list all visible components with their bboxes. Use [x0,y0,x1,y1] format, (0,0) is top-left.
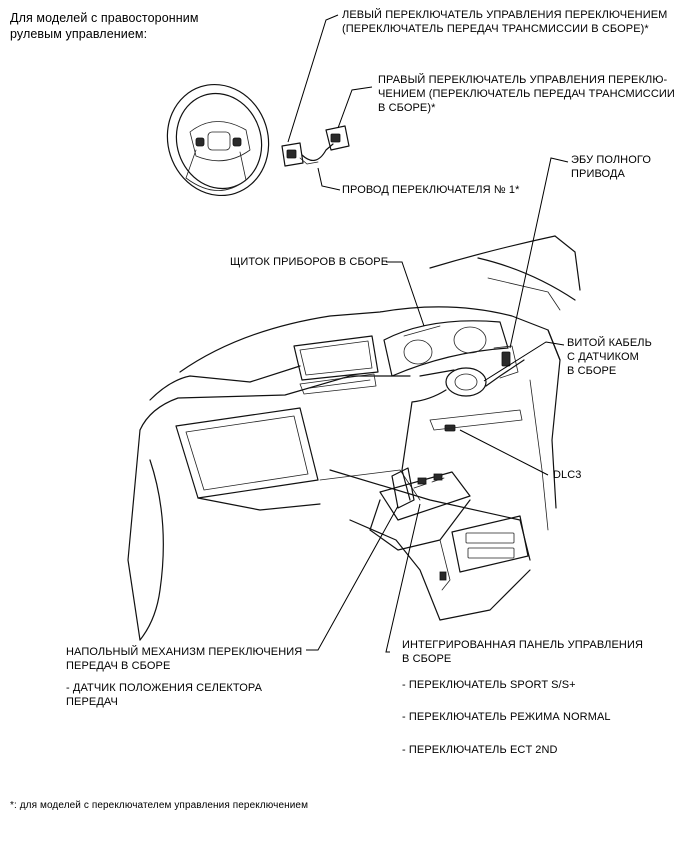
steering-wheel-illustration [166,83,270,197]
header-note: Для моделей с правосторонним рулевым упр… [10,11,199,41]
dashboard-body [127,235,581,641]
label-left-shift-switch: ЛЕВЫЙ ПЕРЕКЛЮЧАТЕЛЬ УПРАВЛЕНИЯ ПЕРЕКЛЮЧЕ… [342,9,668,35]
shift-switch-parts [281,125,350,167]
label-integrated-control-panel: ИНТЕГРИРОВАННАЯ ПАНЕЛЬ УПРАВЛЕНИЯ В СБОР… [402,639,644,665]
label-floor-shift-assembly: НАПОЛЬНЫЙ МЕХАНИЗМ ПЕРЕКЛЮЧЕНИЯ ПЕРЕДАЧ … [66,646,303,672]
label-normal-mode-switch: - ПЕРЕКЛЮЧАТЕЛЬ РЕЖИМА NORMAL [402,711,611,723]
label-sport-switch: - ПЕРЕКЛЮЧАТЕЛЬ SPORT S/S+ [402,679,576,691]
label-floor-shift-sensor: - ДАТЧИК ПОЛОЖЕНИЯ СЕЛЕКТОРА ПЕРЕДАЧ [66,682,263,708]
label-4wd-ecu: ЭБУ ПОЛНОГО ПРИВОДА [571,154,651,180]
label-dlc3: DLC3 [553,469,582,481]
label-ect-2nd-switch: - ПЕРЕКЛЮЧАТЕЛЬ ECT 2ND [402,744,558,756]
label-switch-wire: ПРОВОД ПЕРЕКЛЮЧАТЕЛЯ № 1* [342,184,520,196]
leader-lines [287,14,569,653]
label-combination-meter: ЩИТОК ПРИБОРОВ В СБОРЕ [230,256,389,268]
center-console-illustration [329,467,531,621]
label-right-shift-switch: ПРАВЫЙ ПЕРЕКЛЮЧАТЕЛЬ УПРАВЛЕНИЯ ПЕРЕКЛЮ-… [378,74,675,114]
footnote: *: для моделей с переключателем управлен… [10,800,309,811]
label-spiral-cable: ВИТОЙ КАБЕЛЬ С ДАТЧИКОМ В СБОРЕ [567,337,652,377]
dlc3-connector-illustration [429,409,523,432]
combination-meter-illustration [383,320,509,377]
steering-column-illustration [401,345,525,501]
